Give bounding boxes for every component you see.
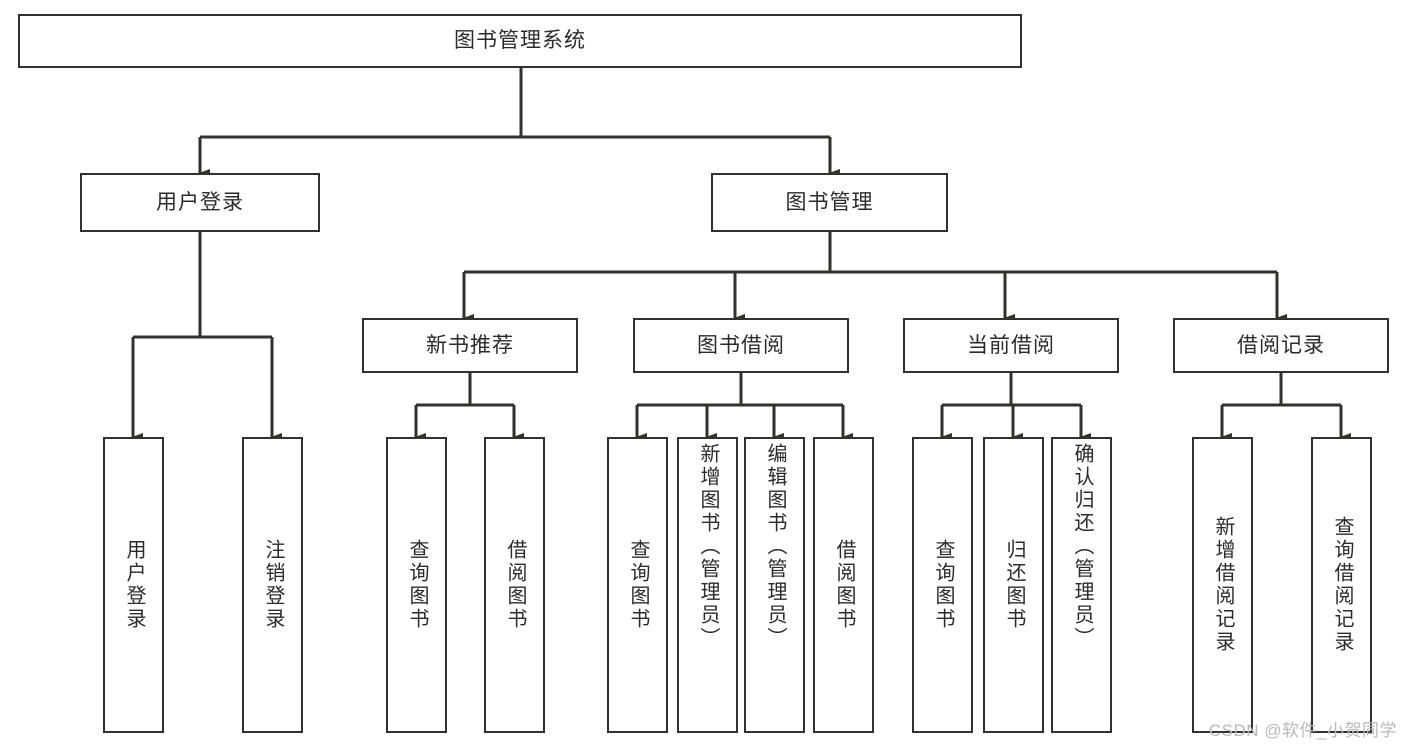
- leaf-node-11[interactable]: 新增借阅记录: [1192, 437, 1253, 733]
- leaf-node-2[interactable]: 查询图书: [386, 437, 447, 733]
- node-label: 确认归还（管理员）: [1071, 443, 1093, 650]
- node-label: 用户登录: [123, 539, 145, 631]
- connector-layer: [131, 68, 1351, 441]
- leaf-node-8[interactable]: 查询图书: [912, 437, 973, 733]
- leaf-node-6[interactable]: 编辑图书（管理员）: [744, 437, 805, 733]
- branch-node-1[interactable]: 图书管理: [711, 173, 948, 232]
- module-node-3[interactable]: 借阅记录: [1173, 318, 1389, 373]
- leaf-node-4[interactable]: 查询图书: [607, 437, 668, 733]
- leaf-node-7[interactable]: 借阅图书: [813, 437, 874, 733]
- node-label: 查询借阅记录: [1331, 516, 1353, 654]
- node-label: 归还图书: [1003, 539, 1025, 631]
- module-node-1[interactable]: 图书借阅: [633, 318, 849, 373]
- leaf-node-9[interactable]: 归还图书: [983, 437, 1044, 733]
- root-node-0[interactable]: 图书管理系统: [18, 14, 1022, 68]
- node-label: 编辑图书（管理员）: [764, 443, 786, 650]
- leaf-node-3[interactable]: 借阅图书: [484, 437, 545, 733]
- node-label: 图书管理: [785, 190, 874, 214]
- node-label: 查询图书: [627, 539, 649, 631]
- node-label: 当前借阅: [967, 333, 1055, 357]
- node-label: 注销登录: [262, 539, 284, 631]
- leaf-node-0[interactable]: 用户登录: [103, 437, 164, 733]
- module-node-2[interactable]: 当前借阅: [903, 318, 1119, 373]
- node-label: 查询图书: [406, 539, 428, 631]
- leaf-node-5[interactable]: 新增图书（管理员）: [677, 437, 738, 733]
- node-label: 借阅图书: [504, 539, 526, 631]
- csdn-watermark: CSDN @软件_小贺同学: [1208, 721, 1397, 740]
- leaf-node-12[interactable]: 查询借阅记录: [1311, 437, 1372, 733]
- module-node-0[interactable]: 新书推荐: [362, 318, 578, 373]
- node-label: 新增借阅记录: [1212, 516, 1234, 654]
- node-label: 借阅图书: [833, 539, 855, 631]
- node-label: 用户登录: [156, 190, 244, 214]
- branch-node-0[interactable]: 用户登录: [80, 173, 320, 232]
- node-label: 图书借阅: [697, 333, 785, 357]
- node-label: 新书推荐: [426, 333, 514, 357]
- node-label: 查询图书: [932, 539, 954, 631]
- leaf-node-10[interactable]: 确认归还（管理员）: [1051, 437, 1112, 733]
- node-label: 图书管理系统: [454, 29, 586, 53]
- node-label: 新增图书（管理员）: [697, 443, 719, 650]
- node-label: 借阅记录: [1237, 333, 1325, 357]
- leaf-node-1[interactable]: 注销登录: [242, 437, 303, 733]
